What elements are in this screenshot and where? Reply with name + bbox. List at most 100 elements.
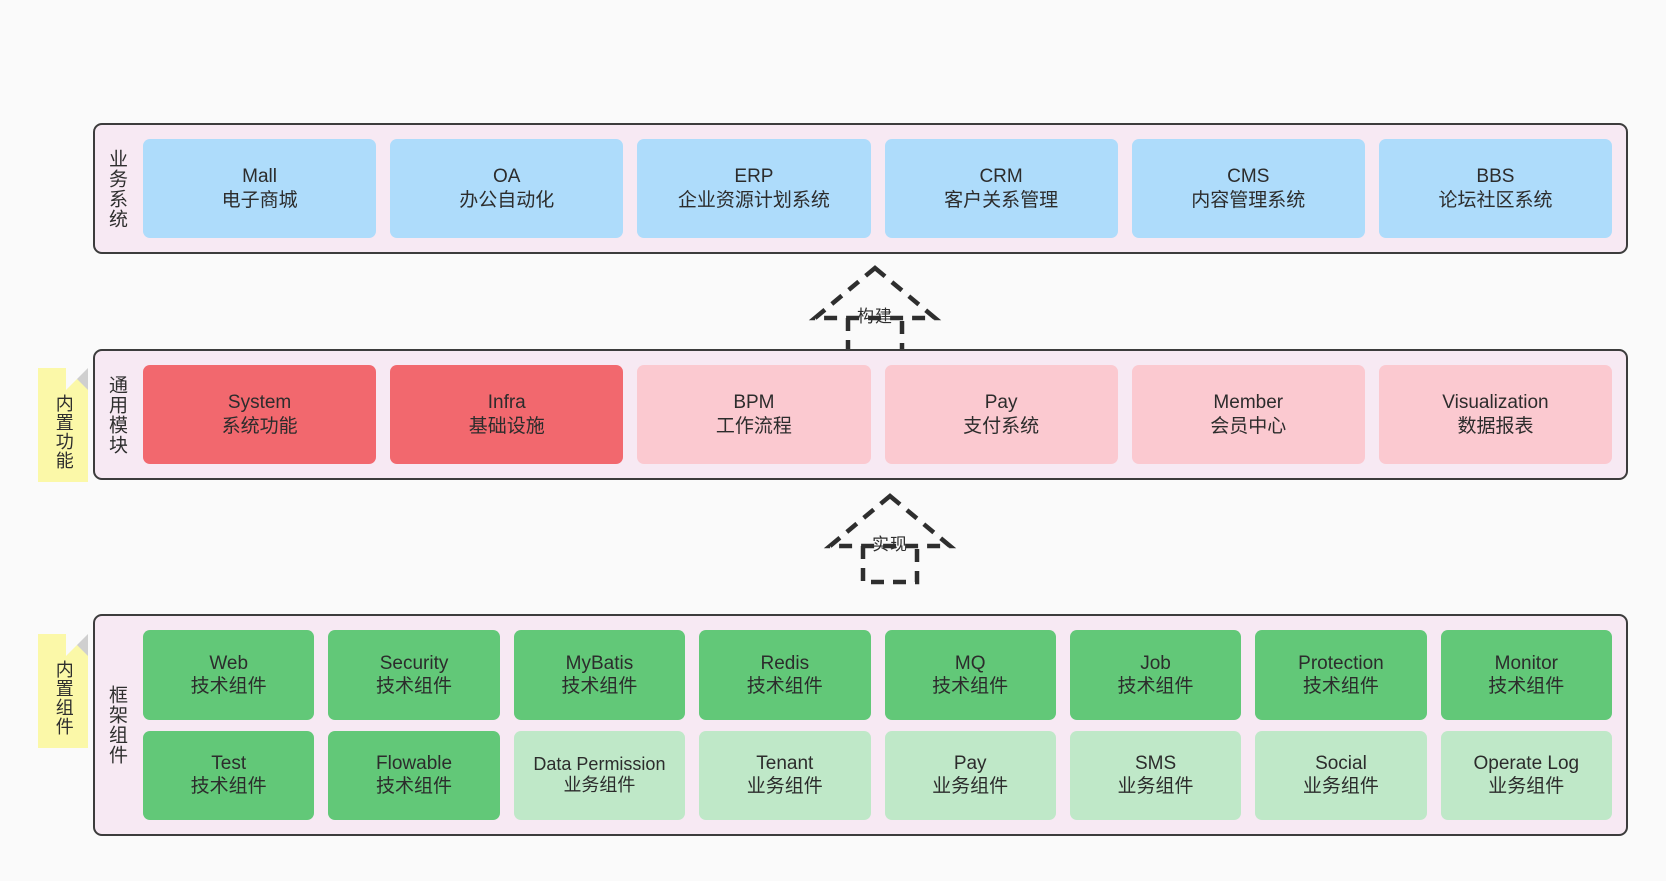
card-title-cn: 技术组件 — [190, 675, 267, 697]
build-arrow: 构建 — [790, 262, 960, 358]
layer-body-common-modules: System 系统功能 Infra 基础设施 BPM 工作流程 Pay 支付系统… — [137, 351, 1626, 478]
card-title-cn: 技术组件 — [1488, 675, 1565, 697]
card-bbs[interactable]: BBS 论坛社区系统 — [1378, 139, 1613, 238]
card-title-en: SMS — [1134, 753, 1177, 775]
card-flowable[interactable]: Flowable 技术组件 — [328, 730, 500, 820]
card-title-en: Infra — [487, 392, 526, 414]
card-title-cn: 会员中心 — [1210, 415, 1287, 437]
layer-title-common-modules: 通用模块 — [106, 374, 128, 455]
note-label: 内置功能 — [53, 394, 74, 470]
card-title-en: BBS — [1476, 166, 1515, 188]
card-title-en: Pay — [953, 753, 987, 775]
card-title-cn: 办公自动化 — [459, 189, 555, 211]
card-redis[interactable]: Redis 技术组件 — [699, 630, 871, 720]
layer-business-systems: 业务系统 Mall 电子商城 OA 办公自动化 ERP 企业资源计划系统 CRM… — [93, 123, 1628, 254]
card-title-cn: 技术组件 — [190, 776, 267, 798]
layer-title-framework-components: 框架组件 — [106, 685, 128, 765]
card-title-cn: 技术组件 — [561, 675, 638, 697]
card-title-cn: 技术组件 — [746, 675, 823, 697]
card-tenant[interactable]: Tenant 业务组件 — [699, 730, 871, 820]
note-builtin-components: 内置组件 — [38, 634, 88, 748]
card-title-en: Operate Log — [1473, 753, 1580, 775]
card-test[interactable]: Test 技术组件 — [143, 730, 315, 820]
card-title-en: MQ — [954, 652, 986, 674]
layer-title-business-systems: 业务系统 — [106, 148, 128, 229]
card-title-en: Monitor — [1494, 652, 1558, 674]
card-member[interactable]: Member 会员中心 — [1131, 365, 1365, 464]
card-crm[interactable]: CRM 客户关系管理 — [884, 139, 1118, 238]
card-title-cn: 业务组件 — [746, 776, 823, 798]
card-data-permission[interactable]: Data Permission 业务组件 — [513, 730, 686, 820]
card-title-en: OA — [493, 166, 521, 188]
card-title-en: Tenant — [756, 753, 814, 775]
card-pay-component[interactable]: Pay 业务组件 — [884, 730, 1056, 820]
note-fold-cut — [66, 368, 88, 390]
card-title-en: CMS — [1227, 166, 1270, 188]
card-monitor[interactable]: Monitor 技术组件 — [1440, 630, 1612, 720]
card-protection[interactable]: Protection 技术组件 — [1255, 630, 1427, 720]
card-cms[interactable]: CMS 内容管理系统 — [1131, 139, 1365, 238]
card-job[interactable]: Job 技术组件 — [1069, 630, 1242, 720]
card-system[interactable]: System 系统功能 — [143, 365, 377, 464]
card-title-en: CRM — [979, 166, 1023, 188]
card-title-cn: 业务组件 — [563, 775, 636, 796]
note-fold-cut — [66, 634, 88, 656]
card-title-en: MyBatis — [565, 652, 634, 674]
card-pay-module[interactable]: Pay 支付系统 — [884, 365, 1118, 464]
card-title-cn: 系统功能 — [221, 415, 298, 437]
card-title-en: Mall — [242, 166, 277, 188]
card-infra[interactable]: Infra 基础设施 — [390, 365, 624, 464]
card-operate-log[interactable]: Operate Log 业务组件 — [1440, 730, 1612, 820]
layer-body-framework-components: Web 技术组件 Security 技术组件 MyBatis 技术组件 Redi… — [137, 616, 1626, 834]
implement-arrow: 实现 — [805, 490, 975, 586]
card-visualization[interactable]: Visualization 数据报表 — [1378, 365, 1613, 464]
card-oa[interactable]: OA 办公自动化 — [390, 139, 624, 238]
framework-row-technical: Web 技术组件 Security 技术组件 MyBatis 技术组件 Redi… — [143, 630, 1612, 720]
card-security[interactable]: Security 技术组件 — [328, 630, 500, 720]
implement-arrow-label: 实现 — [872, 535, 908, 554]
card-erp[interactable]: ERP 企业资源计划系统 — [637, 139, 871, 238]
card-title-en: Protection — [1298, 652, 1384, 674]
card-title-cn: 电子商城 — [221, 189, 298, 211]
card-title-cn: 客户关系管理 — [944, 189, 1059, 211]
card-title-cn: 企业资源计划系统 — [677, 189, 830, 211]
card-social[interactable]: Social 业务组件 — [1255, 730, 1427, 820]
card-title-en: System — [227, 392, 292, 414]
card-title-cn: 技术组件 — [1302, 675, 1379, 697]
card-mybatis[interactable]: MyBatis 技术组件 — [513, 630, 686, 720]
card-title-cn: 技术组件 — [376, 776, 453, 798]
build-arrow-label: 构建 — [857, 307, 893, 326]
layer-framework-components: 框架组件 Web 技术组件 Security 技术组件 MyBatis 技术组件… — [93, 614, 1628, 836]
card-title-en: Social — [1315, 753, 1367, 775]
card-title-en: Job — [1140, 652, 1171, 674]
card-title-cn: 技术组件 — [376, 675, 453, 697]
card-mq[interactable]: MQ 技术组件 — [884, 630, 1056, 720]
card-title-cn: 业务组件 — [1302, 776, 1379, 798]
card-title-cn: 支付系统 — [963, 415, 1040, 437]
note-label: 内置组件 — [53, 660, 74, 736]
card-web[interactable]: Web 技术组件 — [143, 630, 315, 720]
card-title-cn: 数据报表 — [1457, 415, 1534, 437]
card-title-en: Redis — [760, 652, 810, 674]
card-title-en: Pay — [984, 392, 1018, 414]
layer-body-business-systems: Mall 电子商城 OA 办公自动化 ERP 企业资源计划系统 CRM 客户关系… — [137, 125, 1626, 252]
card-title-cn: 论坛社区系统 — [1438, 189, 1553, 211]
card-title-cn: 内容管理系统 — [1191, 189, 1306, 211]
card-title-en: Visualization — [1442, 392, 1549, 414]
card-title-en: Data Permission — [533, 754, 666, 775]
card-title-en: ERP — [734, 166, 774, 188]
card-title-cn: 技术组件 — [932, 675, 1009, 697]
card-mall[interactable]: Mall 电子商城 — [143, 139, 377, 238]
card-title-en: BPM — [733, 392, 775, 414]
card-title-en: Member — [1213, 392, 1284, 414]
framework-row-business: Test 技术组件 Flowable 技术组件 Data Permission … — [143, 730, 1612, 820]
card-title-cn: 技术组件 — [1117, 675, 1194, 697]
note-builtin-features: 内置功能 — [38, 368, 88, 482]
card-title-cn: 业务组件 — [932, 776, 1009, 798]
card-title-en: Web — [209, 652, 249, 674]
card-title-en: Test — [211, 753, 247, 775]
card-title-cn: 业务组件 — [1117, 776, 1194, 798]
card-sms[interactable]: SMS 业务组件 — [1069, 730, 1242, 820]
card-bpm[interactable]: BPM 工作流程 — [637, 365, 871, 464]
